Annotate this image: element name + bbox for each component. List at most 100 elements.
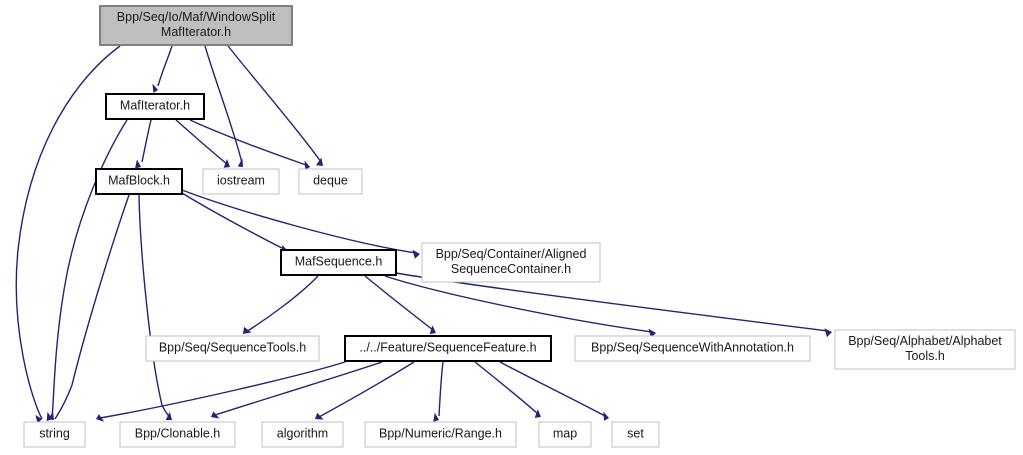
graph-node-string[interactable]: string [23, 421, 86, 448]
edge-line [181, 189, 417, 254]
edge-mafsequence-to-sequencetools [243, 275, 319, 334]
graph-node-mafblock[interactable]: MafBlock.h [95, 168, 183, 195]
edge-mafblock-to-mafsequence [181, 192, 288, 255]
node-label: Bpp/Seq/SequenceTools.h [159, 341, 306, 355]
arrowhead-icon [429, 325, 436, 335]
edge-line [51, 119, 128, 419]
node-box[interactable] [574, 335, 811, 362]
edge-root-to-string [15, 45, 121, 424]
node-label: Bpp/Clonable.h [135, 427, 221, 441]
edge-line [474, 361, 539, 415]
graph-node-set[interactable]: set [611, 421, 660, 448]
edge-line [175, 119, 228, 165]
edge-line [214, 361, 383, 416]
graph-node-algorithm[interactable]: algorithm [261, 421, 344, 448]
node-box[interactable] [145, 335, 320, 362]
edge-mafsequence-to-sequencefeature [364, 275, 436, 335]
arrowhead-icon [152, 83, 158, 93]
node-label: MafSequence.h [295, 255, 383, 269]
node-box[interactable] [364, 421, 517, 448]
arrowhead-icon [824, 328, 832, 338]
arrowhead-icon [315, 412, 324, 420]
edge-line [99, 361, 346, 419]
node-box[interactable] [105, 93, 205, 120]
node-box[interactable] [280, 249, 397, 276]
node-label: MafIterator.h [120, 99, 190, 113]
arrowhead-icon [96, 414, 105, 422]
edge-sequencefeature-to-algorithm [315, 361, 415, 420]
edge-line [384, 275, 653, 333]
node-box[interactable] [298, 168, 363, 195]
edge-line [245, 275, 319, 333]
arrowhead-icon [237, 158, 243, 167]
arrowhead-icon [316, 157, 323, 166]
edge-line [157, 45, 173, 87]
edge-mafsequence-to-sequencewithannotation [384, 275, 656, 338]
edge-line [204, 45, 243, 164]
graph-node-deque[interactable]: deque [298, 168, 363, 195]
edge-line [189, 119, 307, 166]
node-label: ../../Feature/SequenceFeature.h [359, 341, 536, 355]
arrowhead-icon [412, 249, 420, 259]
graph-node-clonable[interactable]: Bpp/Clonable.h [119, 421, 236, 448]
graph-node-sequencewithannotation[interactable]: Bpp/Seq/SequenceWithAnnotation.h [574, 335, 811, 362]
edge-mafiterator-to-mafblock [135, 119, 152, 169]
graph-node-iostream[interactable]: iostream [202, 168, 280, 195]
arrowhead-icon [433, 412, 439, 422]
node-box[interactable] [611, 421, 660, 448]
node-label: iostream [217, 174, 265, 188]
graph-node-sequencefeature[interactable]: ../../Feature/SequenceFeature.h [344, 335, 552, 362]
arrowhead-icon [223, 159, 230, 168]
graph-node-range[interactable]: Bpp/Numeric/Range.h [364, 421, 517, 448]
node-label: Bpp/Seq/SequenceWithAnnotation.h [591, 341, 794, 355]
edge-root-to-mafiterator [152, 45, 173, 93]
node-box[interactable] [344, 335, 552, 362]
edge-line [141, 119, 152, 163]
edge-mafblock-to-clonable [138, 194, 172, 421]
arrowhead-icon [304, 160, 310, 170]
edge-sequencefeature-to-set [499, 361, 609, 421]
edge-mafblock-to-string [48, 194, 130, 420]
arrowhead-icon [35, 415, 42, 424]
graph-node-mafsequence[interactable]: MafSequence.h [280, 249, 397, 276]
node-label: string [39, 427, 70, 441]
node-box[interactable] [834, 329, 1016, 370]
node-box[interactable] [99, 5, 293, 46]
arrowhead-icon [48, 411, 54, 420]
edge-line [438, 361, 444, 417]
arrowhead-icon [603, 411, 609, 421]
graph-node-map[interactable]: map [538, 421, 592, 448]
node-box[interactable] [261, 421, 344, 448]
edge-sequencefeature-to-range [433, 361, 444, 422]
arrowhead-icon [135, 159, 141, 169]
node-box[interactable] [119, 421, 236, 448]
node-box[interactable] [202, 168, 280, 195]
graph-node-mafiterator[interactable]: MafIterator.h [105, 93, 205, 120]
node-box[interactable] [95, 168, 183, 195]
node-box[interactable] [421, 242, 601, 283]
edge-line [364, 275, 434, 331]
node-label: MafBlock.h [108, 174, 170, 188]
graph-node-sequencetools[interactable]: Bpp/Seq/SequenceTools.h [145, 335, 320, 362]
node-label: Bpp/Numeric/Range.h [379, 427, 502, 441]
node-label: set [627, 427, 644, 441]
edge-root-to-deque [227, 45, 323, 166]
edge-line [15, 45, 121, 420]
edge-sequencefeature-to-clonable [211, 361, 383, 419]
edge-root-to-iostream [204, 45, 243, 167]
edge-line [318, 361, 415, 418]
edge-mafblock-to-alignedseqcontainer [181, 189, 420, 259]
node-box[interactable] [538, 421, 592, 448]
node-label: deque [313, 174, 348, 188]
edge-mafiterator-to-iostream [175, 119, 230, 168]
node-box[interactable] [23, 421, 86, 448]
